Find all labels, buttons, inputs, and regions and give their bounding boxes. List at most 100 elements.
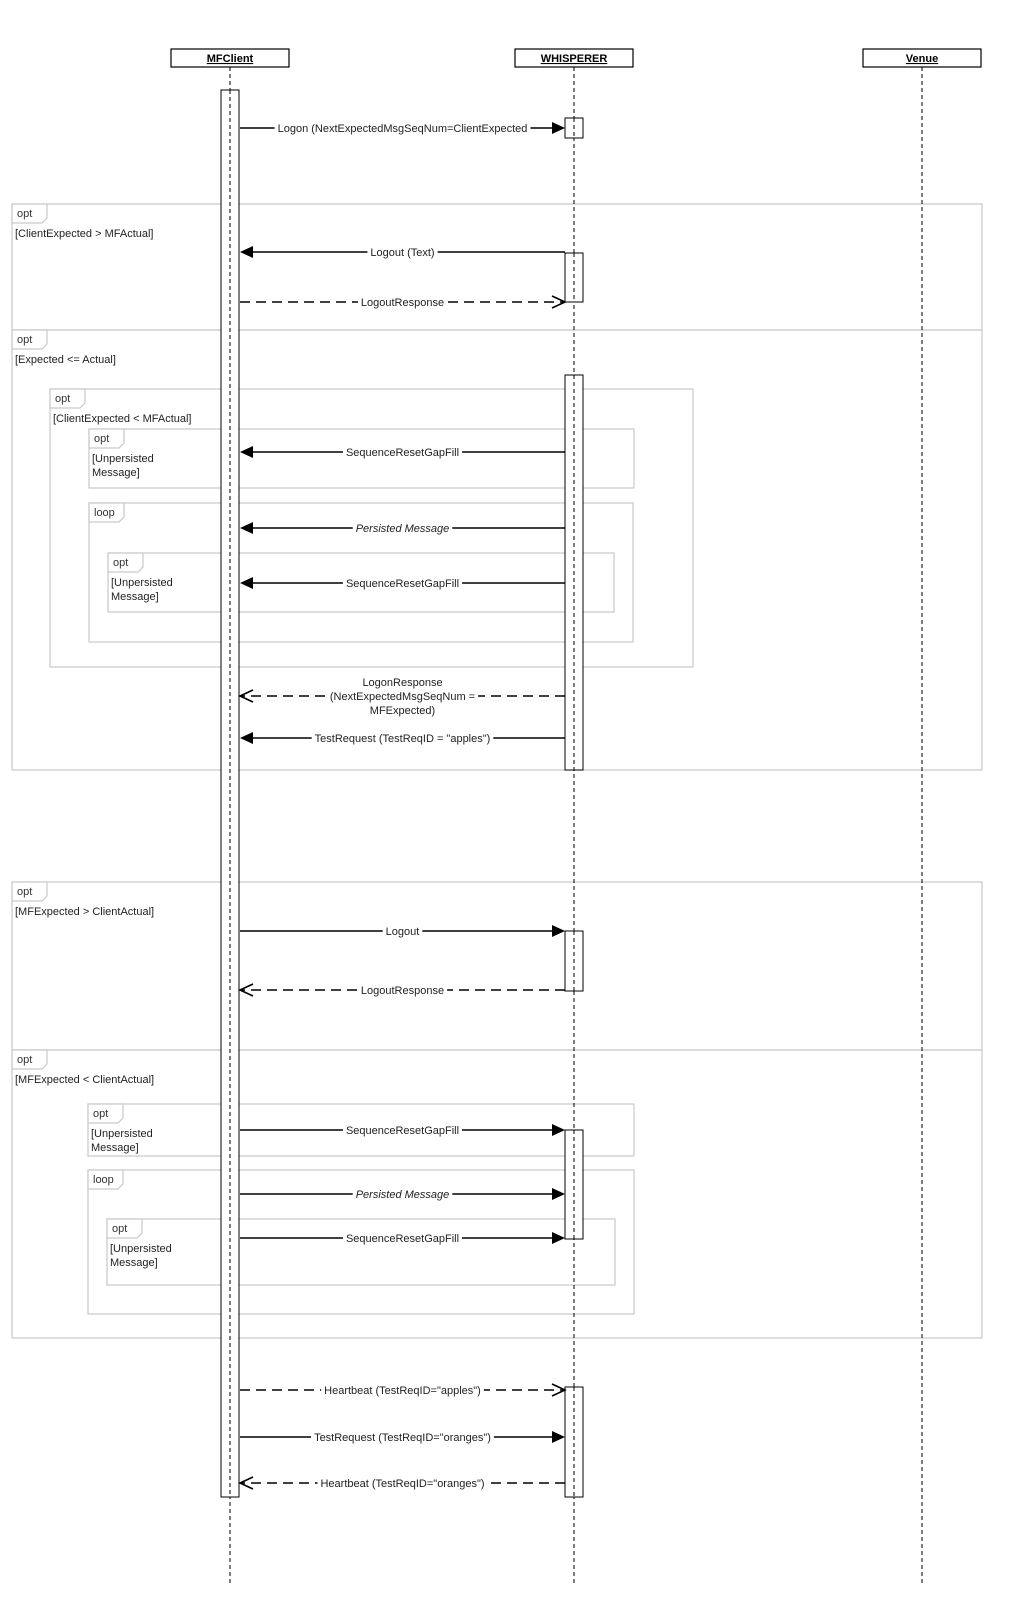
label-background [357, 983, 448, 998]
participant-venue: Venue [862, 48, 982, 1585]
participant-label: MFClient [207, 53, 254, 65]
label-background [321, 1383, 484, 1398]
label-background [367, 245, 438, 260]
message-label: SequenceResetGapFill [346, 1125, 459, 1137]
filled-arrowhead [240, 577, 253, 589]
label-background [342, 445, 463, 460]
frame-opt: opt [Unpersisted Message] [87, 1103, 635, 1157]
frame-operator: opt [112, 1223, 127, 1235]
message-m16: Heartbeat (TestReqID="oranges") [238, 1476, 565, 1491]
frame-operator: opt [93, 1108, 108, 1120]
message-m12: Persisted Message [240, 1187, 565, 1202]
open-arrowhead [551, 1383, 567, 1397]
frame-guard: Message] [110, 1257, 158, 1269]
frame-guard: Message] [91, 1142, 139, 1154]
message-m11: SequenceResetGapFill [240, 1123, 565, 1138]
frame-operator: loop [93, 1174, 114, 1186]
frame-operator: opt [17, 886, 32, 898]
frame-border [49, 388, 694, 668]
frame-operator: opt [113, 557, 128, 569]
frame-guard: [MFExpected < ClientActual] [15, 1074, 154, 1086]
message-label: LogoutResponse [361, 985, 444, 997]
frame-operator: opt [17, 1054, 32, 1066]
label-background [342, 576, 463, 591]
frame-guard: [Unpersisted [91, 1128, 153, 1140]
message-label: SequenceResetGapFill [346, 447, 459, 459]
frame-guard: [Unpersisted [92, 453, 154, 465]
frame-border [87, 1103, 635, 1157]
frame-border [11, 329, 983, 771]
message-label: SequenceResetGapFill [346, 578, 459, 590]
participant-label: WHISPERER [541, 53, 608, 65]
frame-operator: opt [94, 433, 109, 445]
frame-operator: opt [17, 208, 32, 220]
participant-box [862, 48, 982, 68]
message-label: Logon (NextExpectedMsgSeqNum=ClientExpec… [278, 123, 528, 135]
label-background [311, 731, 494, 746]
participant-box [514, 48, 634, 68]
frame-loop: loop [87, 1169, 635, 1315]
participant-box [170, 48, 290, 68]
frame-operator: opt [55, 393, 70, 405]
label-background [342, 1123, 463, 1138]
filled-arrowhead [552, 1232, 565, 1244]
label-background [342, 1231, 463, 1246]
message-m6: SequenceResetGapFill [240, 576, 565, 591]
participant-label: Venue [906, 53, 938, 65]
message-m13: SequenceResetGapFill [240, 1231, 565, 1246]
label-background [317, 1476, 488, 1491]
frame-tab [49, 388, 86, 409]
open-arrowhead [238, 689, 254, 703]
label-background [382, 924, 423, 939]
label-background [311, 1430, 494, 1445]
filled-arrowhead [552, 925, 565, 937]
frame-guard: Message] [111, 591, 159, 603]
frame-guard: [MFExpected > ClientActual] [15, 906, 154, 918]
filled-arrowhead [552, 1188, 565, 1200]
message-m8: TestRequest (TestReqID = "apples") [240, 731, 565, 746]
frame-border [88, 502, 634, 643]
filled-arrowhead [240, 732, 253, 744]
message-m7: LogonResponse(NextExpectedMsgSeqNum =MFE… [238, 675, 565, 718]
filled-arrowhead [552, 1431, 565, 1443]
frame-opt: opt [MFExpected > ClientActual] [11, 881, 983, 1051]
open-arrowhead [551, 295, 567, 309]
message-label: Logout [386, 926, 420, 938]
frame-tab [87, 1103, 124, 1124]
message-label: Persisted Message [356, 523, 450, 535]
message-m14: Heartbeat (TestReqID="apples") [240, 1383, 567, 1398]
frame-tab [107, 552, 144, 573]
label-background [326, 675, 479, 718]
open-arrowhead [238, 1476, 254, 1490]
message-label: Heartbeat (TestReqID="oranges") [320, 1478, 484, 1490]
open-arrowhead [238, 983, 254, 997]
frame-opt: opt [ClientExpected < MFActual] [49, 388, 694, 668]
message-m9: Logout [240, 924, 565, 939]
frame-border [88, 428, 635, 489]
label-background [352, 521, 453, 536]
frame-border [11, 1049, 983, 1339]
filled-arrowhead [552, 122, 565, 134]
label-background [274, 121, 531, 136]
frame-guard: Message] [92, 467, 140, 479]
frame-border [11, 203, 983, 331]
filled-arrowhead [552, 1124, 565, 1136]
message-label: (NextExpectedMsgSeqNum = [330, 691, 475, 703]
message-label: MFExpected) [370, 705, 435, 717]
message-label: TestRequest (TestReqID = "apples") [315, 733, 491, 745]
filled-arrowhead [240, 446, 253, 458]
frame-guard: [Expected <= Actual] [15, 354, 116, 366]
message-m1: Logon (NextExpectedMsgSeqNum=ClientExpec… [240, 121, 565, 136]
filled-arrowhead [240, 246, 253, 258]
message-m3: LogoutResponse [240, 295, 567, 310]
frame-tab [11, 1049, 48, 1070]
frame-guard: [ClientExpected < MFActual] [53, 413, 191, 425]
frame-guard: [Unpersisted [110, 1243, 172, 1255]
frame-loop: loop [88, 502, 634, 643]
message-label: SequenceResetGapFill [346, 1233, 459, 1245]
message-m4: SequenceResetGapFill [240, 445, 565, 460]
message-m5: Persisted Message [240, 521, 565, 536]
message-m2: Logout (Text) [240, 245, 565, 260]
